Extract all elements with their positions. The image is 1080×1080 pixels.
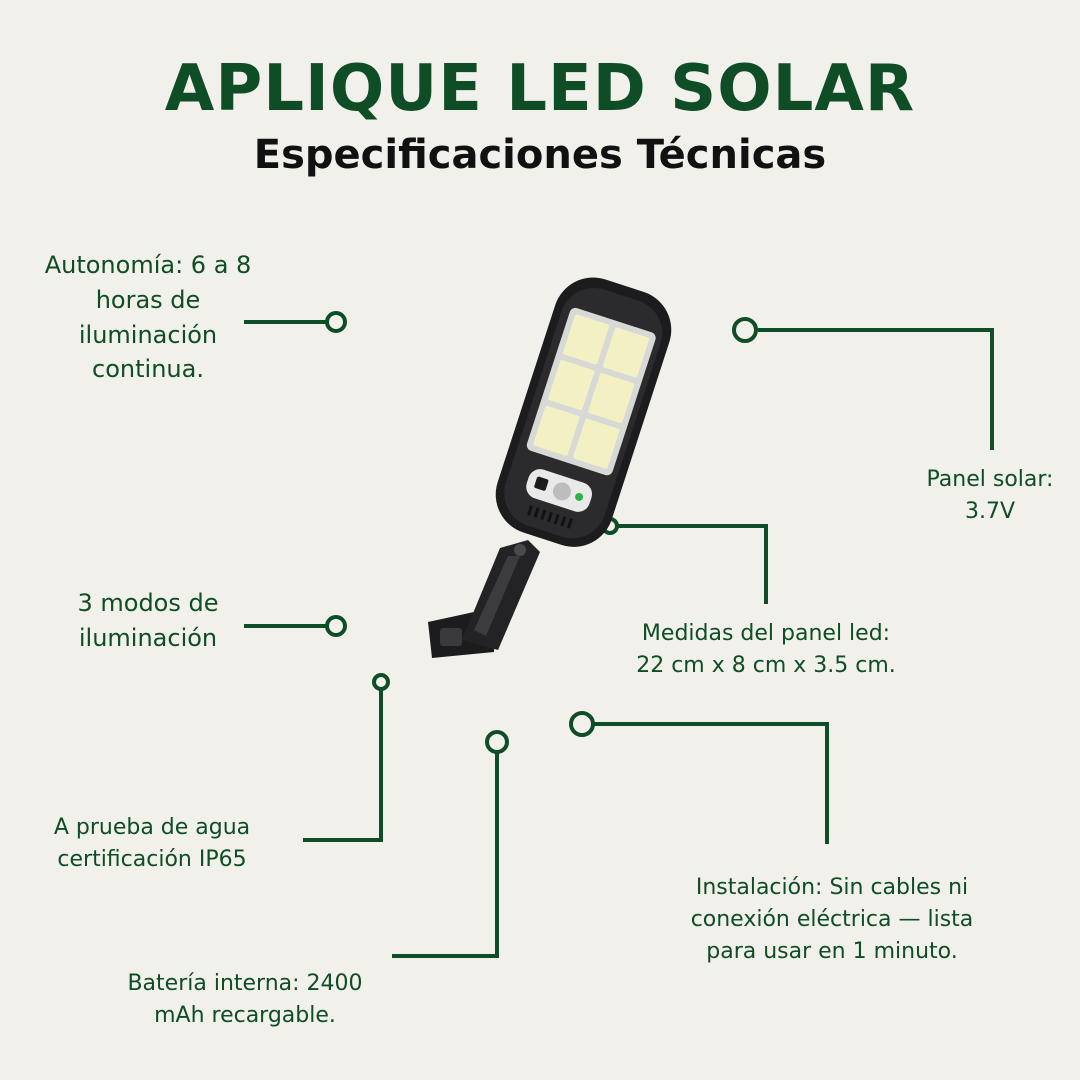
spec-bateria: Batería interna: 2400 mAh recargable.: [100, 968, 390, 1032]
spec-modos: 3 modos de iluminación: [30, 586, 266, 656]
spec-medidas-line: Medidas del panel led:: [641, 621, 891, 646]
callout-marker-modos: [325, 615, 347, 637]
callout-line-medidas: [616, 524, 768, 604]
spec-medidas: Medidas del panel led: 22 cm x 8 cm x 3.…: [606, 618, 926, 682]
page-subtitle: Especificaciones Técnicas: [253, 132, 827, 178]
spec-bateria-line: Batería interna: 2400: [127, 971, 363, 996]
mount-bracket: [428, 540, 540, 658]
spec-modos-line: iluminación: [78, 623, 218, 652]
page-title: APLIQUE LED SOLAR: [164, 52, 916, 126]
callout-marker-agua: [372, 673, 390, 691]
callout-marker-panel-solar: [732, 317, 758, 343]
led-cell: [563, 314, 610, 365]
led-cell: [602, 327, 650, 378]
spec-instalacion-line: Instalación: Sin cables ni: [695, 875, 969, 900]
callout-line-instalacion: [592, 722, 829, 844]
spec-modos-line: 3 modos de: [77, 589, 219, 617]
spec-autonomia-line: iluminación: [78, 320, 218, 349]
spec-panel-solar-line: Panel solar:: [926, 467, 1054, 492]
callout-line-panel-solar: [758, 328, 994, 450]
spec-autonomia-line: horas de: [95, 285, 201, 314]
spec-autonomia-line: Autonomía: 6 a 8: [44, 251, 252, 279]
spec-panel-solar-line: 3.7V: [964, 498, 1016, 524]
spec-instalacion: Instalación: Sin cables ni conexión eléc…: [660, 872, 1004, 968]
spec-bateria-line: mAh recargable.: [154, 1002, 336, 1028]
led-cell: [533, 405, 580, 456]
callout-line-agua: [303, 690, 383, 842]
spec-agua-line: A prueba de agua: [53, 815, 251, 840]
spec-agua: A prueba de agua certificación IP65: [20, 812, 284, 876]
led-cell: [588, 373, 635, 424]
callout-marker-autonomia: [325, 311, 347, 333]
led-cell: [548, 360, 595, 411]
lamp-body: [495, 277, 672, 547]
callout-marker-bateria: [485, 730, 509, 754]
callout-line-bateria: [392, 750, 499, 958]
callout-marker-instalacion: [569, 711, 595, 737]
spec-autonomia: Autonomía: 6 a 8 horas de iluminación co…: [20, 248, 276, 387]
spec-agua-line: certificación IP65: [57, 846, 247, 872]
spec-autonomia-line: continua.: [92, 355, 204, 384]
spec-panel-solar: Panel solar: 3.7V: [900, 464, 1080, 528]
led-cell: [573, 418, 620, 469]
spec-medidas-line: 22 cm x 8 cm x 3.5 cm.: [636, 652, 896, 678]
spec-instalacion-line: conexión eléctrica — lista: [690, 906, 974, 932]
spec-instalacion-line: para usar en 1 minuto.: [706, 938, 958, 964]
